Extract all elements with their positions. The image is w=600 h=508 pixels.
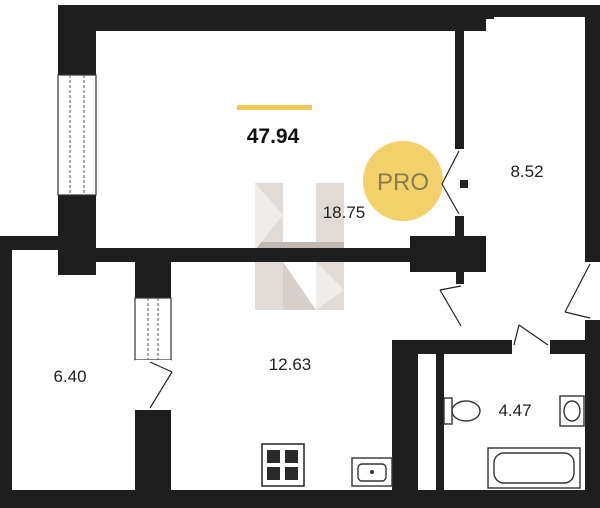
bathroom-area: 4.47 xyxy=(498,401,531,420)
window-kitchen-hall xyxy=(134,297,172,361)
toilet-icon xyxy=(443,397,481,425)
window-living-left xyxy=(57,74,97,196)
total-area-underline xyxy=(237,105,312,110)
kitchen-area: 12.63 xyxy=(269,355,312,374)
kitchen-sink-icon xyxy=(351,457,393,487)
door-bathroom xyxy=(512,324,550,355)
stove-icon xyxy=(261,443,305,487)
door-living-bedroom xyxy=(441,149,468,216)
door-bedroom-hall xyxy=(439,284,466,328)
pro-badge xyxy=(363,141,443,221)
bathroom-sink-icon xyxy=(559,395,585,427)
hall-area: 6.40 xyxy=(53,367,86,386)
total-area-label: 47.94 xyxy=(247,125,300,148)
walls xyxy=(0,5,600,508)
pro-badge-label: PRO xyxy=(377,169,429,196)
bathtub-icon xyxy=(487,447,581,489)
bedroom-area: 8.52 xyxy=(510,162,543,181)
door-hall-kitchen xyxy=(135,360,173,410)
door-right xyxy=(564,262,600,320)
living-room-area: 18.75 xyxy=(323,203,366,222)
